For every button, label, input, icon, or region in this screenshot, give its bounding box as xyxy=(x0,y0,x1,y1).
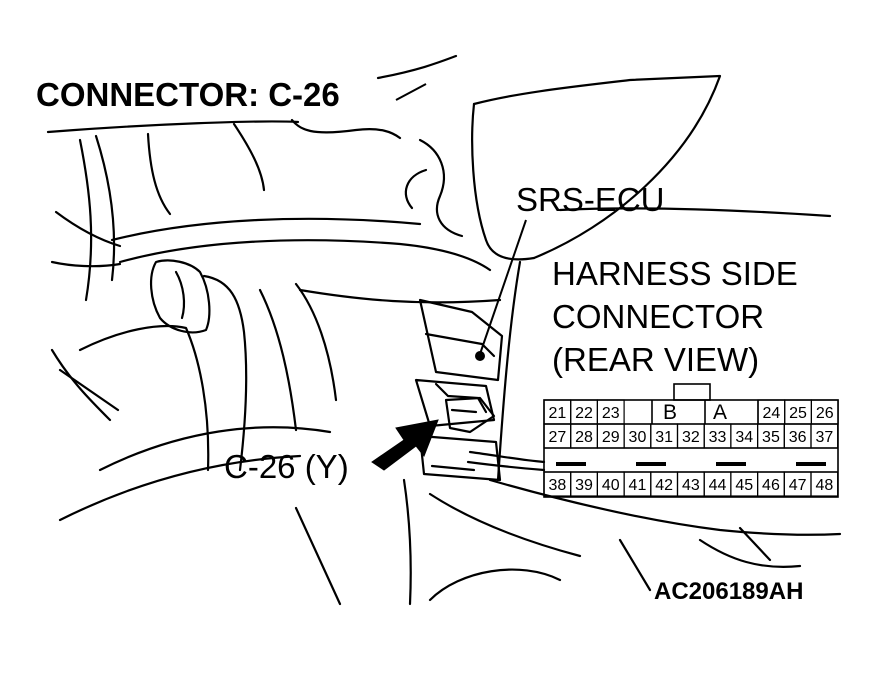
pin-48-cell xyxy=(810,471,839,497)
bracket-face xyxy=(424,332,496,358)
right-wall xyxy=(496,260,522,482)
floor-curve-2 xyxy=(618,538,652,592)
pin-45: 45 xyxy=(735,477,753,494)
pin-42: 42 xyxy=(655,477,673,494)
pin-28: 28 xyxy=(575,429,593,446)
pin-38: 38 xyxy=(548,477,566,494)
ecu-mount xyxy=(414,378,496,428)
pin-23: 23 xyxy=(602,405,620,422)
console-panel xyxy=(472,74,722,260)
pin-25: 25 xyxy=(789,405,807,422)
lower-sweep xyxy=(98,426,332,472)
panel-left-d xyxy=(232,122,266,192)
pin-24: 24 xyxy=(762,405,780,422)
srs-ecu-pointer-dot xyxy=(475,351,485,361)
knee-bolster xyxy=(78,325,210,472)
floor-line-2 xyxy=(402,478,412,606)
duct-shape xyxy=(150,259,211,334)
floor-curve-4 xyxy=(738,526,772,562)
pin-34: 34 xyxy=(735,429,753,446)
knee-bolster-3 xyxy=(58,368,120,412)
dash-cover-edge xyxy=(376,54,458,80)
connector-arrow xyxy=(371,419,439,471)
wire-harness xyxy=(468,450,546,464)
harness-label-line-2: CONNECTOR xyxy=(552,298,765,335)
duct-inner xyxy=(174,270,186,320)
center-stack xyxy=(258,288,298,432)
pin-31: 31 xyxy=(655,429,673,446)
console-panel-side xyxy=(471,102,536,261)
glove-box-top xyxy=(118,239,492,272)
harness-side-connector-label: HARNESS SIDE CONNECTOR (REAR VIEW) xyxy=(552,252,798,381)
pin-33: 33 xyxy=(709,429,727,446)
figure-code: AC206189AH xyxy=(654,578,804,605)
harness-label-line-1: HARNESS SIDE xyxy=(552,255,798,292)
panel-left-a xyxy=(78,138,93,302)
connector-pin-grid: 21 22 23 24 25 26 27 28 29 30 31 32 33 34 35 36 37 38 39 40… xyxy=(543,399,839,497)
pin-40: 40 xyxy=(602,477,620,494)
srs-ecu-label: SRS-ECU xyxy=(516,181,665,218)
pin-26: 26 xyxy=(816,405,834,422)
pin-32: 32 xyxy=(682,429,700,446)
knee-bolster-2 xyxy=(50,348,112,422)
wire-harness-2 xyxy=(466,460,546,472)
pin-30: 30 xyxy=(629,429,647,446)
panel-left-b xyxy=(94,134,116,282)
lower-bracket-slot xyxy=(430,464,476,472)
pin-47: 47 xyxy=(789,477,807,494)
pin-41: 41 xyxy=(629,477,647,494)
diagram-title: CONNECTOR: C-26 xyxy=(36,76,340,113)
pin-21: 21 xyxy=(548,405,566,422)
glove-box-face xyxy=(110,217,422,242)
bracket-left xyxy=(54,210,122,248)
pin-35: 35 xyxy=(762,429,780,446)
pin-37-cell xyxy=(810,423,839,449)
dash-upper-line xyxy=(46,120,300,134)
center-stack-2 xyxy=(294,282,338,402)
plug-c26-body xyxy=(444,396,496,434)
pin-46: 46 xyxy=(762,477,780,494)
pin-39: 39 xyxy=(575,477,593,494)
floor-line xyxy=(294,506,342,606)
pin-37: 37 xyxy=(815,429,833,446)
pin-43: 43 xyxy=(682,477,700,494)
pin-36: 36 xyxy=(789,429,807,446)
pin-29: 29 xyxy=(602,429,620,446)
bracket-left-2 xyxy=(50,260,122,268)
steering-shape xyxy=(202,274,248,472)
harness-label-line-3: (REAR VIEW) xyxy=(552,341,760,378)
pin-27: 27 xyxy=(548,429,566,446)
carpet-edge-2 xyxy=(428,492,582,558)
key-label-a: A xyxy=(713,401,727,424)
right-sweep xyxy=(558,207,832,218)
pin-48: 48 xyxy=(815,477,833,494)
glove-box-bottom xyxy=(298,288,502,304)
floor-curve-3 xyxy=(698,538,802,568)
srs-ecu-leader-line xyxy=(479,219,527,355)
title-leader-line xyxy=(395,83,427,101)
console-curve-2 xyxy=(404,168,428,210)
key-label-b: B xyxy=(663,401,677,424)
connector-key-tab xyxy=(673,383,711,401)
connector-callout-label: C-26 (Y) xyxy=(224,448,349,485)
bracket-body xyxy=(418,298,504,382)
ecu-mount-2 xyxy=(434,382,488,414)
lower-sweep-2 xyxy=(58,454,302,522)
lower-bracket xyxy=(418,434,502,482)
pin-44: 44 xyxy=(709,477,727,494)
panel-left-c xyxy=(146,132,172,216)
floor-curve xyxy=(428,568,562,602)
console-curve xyxy=(418,138,464,238)
dash-trim-line xyxy=(290,118,402,140)
plug-c26-latch xyxy=(450,408,478,414)
locking-bars xyxy=(556,462,826,466)
pin-22: 22 xyxy=(575,405,593,422)
